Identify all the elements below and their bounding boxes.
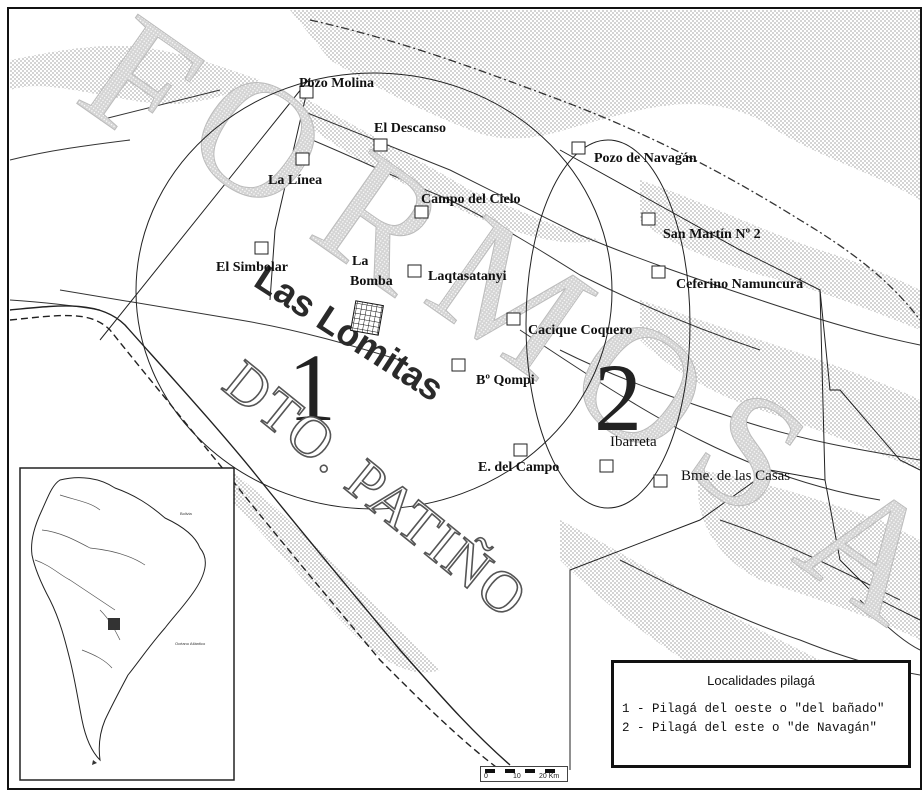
label-la-linea: La Línea [268,173,322,188]
marker-ibarreta [599,459,614,473]
label-pozo-molina: Pozo Molina [299,76,374,91]
label-bme-casas: Bme. de las Casas [681,468,790,484]
marker-san-martin [641,212,656,226]
label-b-qompi: Bº Qompi [476,373,535,388]
marker-b-qompi [451,358,466,372]
rivers [9,89,921,676]
inset-label-top: Bolivia [180,511,193,516]
marker-ceferino [651,265,666,279]
scale-tick-20: 20 Km [539,773,560,780]
label-bomba: Bomba [350,274,393,289]
southern-border-lines [9,305,511,771]
northern-border-line [309,19,921,321]
marker-cacique-coquero [506,312,521,326]
scale-tick-0: 0 [484,773,488,780]
zone-1-circle [135,72,613,510]
label-el-descanso: El Descanso [374,121,446,136]
inset-islands [92,760,97,765]
department-boundaries [99,77,921,770]
label-la: La [352,254,368,269]
inset-south-america: Bolivia Océano Atlántico [19,467,235,781]
legend-item-2: 2 - Pilagá del este o "de Navagán" [622,721,878,735]
locality-markers [254,85,668,488]
marker-el-descanso [373,138,388,152]
scale-tick-10: 10 [513,773,521,780]
label-laqtasatanyi: Laqtasatanyi [428,269,507,284]
marker-pozo-molina [299,85,314,99]
inset-label-right: Océano Atlántico [175,641,206,646]
label-e-del-campo: E. del Campo [478,460,559,475]
scale-bar: 0 10 20 Km [480,766,568,782]
legend-item-1: 1 - Pilagá del oeste o "del bañado" [622,702,885,716]
marker-la-linea [295,152,310,166]
city-grid-icon [350,300,384,336]
scale-bar-ruler [485,769,561,773]
legend-box: Localidades pilagá 1 - Pilagá del oeste … [611,660,911,768]
label-san-martin: San Martín Nº 2 [663,227,761,242]
label-ibarreta: Ibarreta [610,434,657,450]
label-el-simbolar: El Simbolar [216,260,288,275]
locality-labels: Pozo Molina El Descanso La Línea Campo d… [216,76,803,484]
marker-laqtasatanyi [407,264,422,278]
marker-el-simbolar [254,241,269,255]
label-pozo-de-navagan: Pozo de Navagán [594,151,697,166]
zone-2-ellipse [525,139,691,509]
inset-study-area [108,618,120,630]
region-number-1: 1 [288,334,336,441]
label-cacique-coquero: Cacique Coquero [528,323,632,338]
marker-pozo-de-navagan [571,141,586,155]
marker-e-del-campo [513,443,528,457]
marker-bme-casas [653,474,668,488]
marker-campo-del-cielo [414,205,429,219]
label-campo-del-cielo: Campo del Cielo [421,192,521,207]
label-ceferino: Ceferino Namuncurá [676,277,803,292]
region-number-2: 2 [594,344,642,451]
legend-title: Localidades pilagá [707,673,815,688]
